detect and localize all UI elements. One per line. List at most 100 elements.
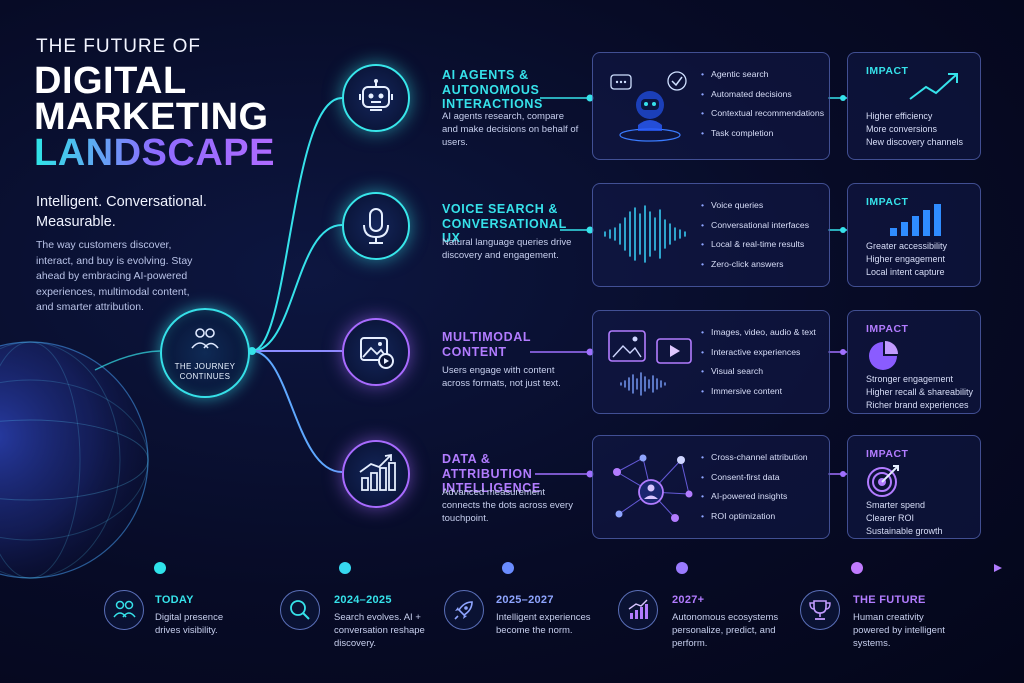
- row-3-icon-circle: [342, 318, 410, 386]
- title-line-3: LANDSCAPE: [34, 132, 275, 174]
- impact-item: Stronger engagement: [866, 374, 954, 384]
- impact-item: Clearer ROI: [866, 513, 915, 523]
- timeline-3-icon-circle: [444, 590, 484, 630]
- timeline-2-label: 2024–2025: [334, 594, 392, 606]
- impact-item: Richer brand experiences: [866, 400, 969, 410]
- rocket-icon: [454, 601, 473, 620]
- impact-item: New discovery channels: [866, 137, 964, 147]
- row-3-features-panel: Images, video, audio & text Interactive …: [592, 310, 830, 414]
- row-1-title: AI AGENTS & AUTONOMOUS INTERACTIONS: [442, 68, 543, 111]
- impact-item: Higher efficiency: [866, 111, 933, 121]
- bullet: ROI optimization: [701, 507, 808, 527]
- impact-item: More conversions: [866, 124, 938, 134]
- growth-chart-icon: [628, 599, 648, 619]
- timeline-2-description: Search evolves. AI + conversation reshap…: [334, 612, 425, 649]
- row-4-icon-circle: [342, 440, 410, 508]
- title-line-2: MARKETING: [34, 96, 269, 138]
- row-1-bullets: Agentic search Automated decisions Conte…: [701, 65, 824, 143]
- impact-item: Sustainable growth: [866, 526, 943, 536]
- timeline-4-description: Autonomous ecosystems personalize, predi…: [672, 612, 779, 649]
- timeline-2-icon-circle: [280, 590, 320, 630]
- bullet: Contextual recommendations: [701, 104, 824, 124]
- row-1-impact-panel: IMPACT Higher efficiency More conversion…: [847, 52, 981, 160]
- timeline-4-icon-circle: [618, 590, 658, 630]
- bullet: Zero-click answers: [701, 255, 809, 275]
- timeline-1-label: TODAY: [155, 594, 194, 606]
- row-2-icon-circle: [342, 192, 410, 260]
- row-2-bullets: Voice queries Conversational interfaces …: [701, 196, 809, 274]
- search-icon: [290, 600, 310, 620]
- microphone-icon: [363, 208, 389, 244]
- row-3-description: Users engage with content across formats…: [442, 365, 561, 389]
- bullet: Local & real-time results: [701, 235, 809, 255]
- row-1-icon-circle: [342, 64, 410, 132]
- impact-item: Higher engagement: [866, 254, 946, 264]
- title-line-1: DIGITAL: [34, 60, 187, 102]
- timeline-3-label: 2025–2027: [496, 594, 554, 606]
- intro-text: The way customers discover, interact, an…: [36, 239, 193, 313]
- row-2-title: VOICE SEARCH & CONVERSATIONAL UX: [442, 202, 567, 245]
- timeline-markers: [154, 562, 863, 574]
- row-4-title: DATA & ATTRIBUTION INTELLIGENCE: [442, 452, 541, 495]
- row-3-bullets: Images, video, audio & text Interactive …: [701, 323, 816, 401]
- impact-title: IMPACT: [866, 65, 909, 77]
- row-4-bullets: Cross-channel attribution Consent-first …: [701, 448, 808, 526]
- row-3-title: MULTIMODAL CONTENT: [442, 330, 531, 359]
- tagline: Intelligent. Conversational. Measurable.: [36, 194, 207, 230]
- trophy-icon: [809, 600, 831, 620]
- bullet: AI-powered insights: [701, 487, 808, 507]
- journey-hub: THE JOURNEY CONTINUES: [160, 308, 250, 398]
- bullet: Conversational interfaces: [701, 216, 809, 236]
- robot-icon: [359, 79, 393, 111]
- bullet: Interactive experiences: [701, 343, 816, 363]
- timeline-5-description: Human creativity powered by intelligent …: [853, 612, 945, 649]
- bar-chart-icon: [359, 453, 396, 491]
- row-1-description: AI agents research, compare and make dec…: [442, 111, 579, 148]
- globe-graphic: [0, 341, 149, 579]
- bar-chart-icon: [890, 204, 941, 236]
- network-nodes-icon: [613, 454, 693, 522]
- bullet: Automated decisions: [701, 85, 824, 105]
- impact-title: IMPACT: [866, 448, 909, 460]
- row-4-features-panel: Cross-channel attribution Consent-first …: [592, 435, 830, 539]
- row-2-impact-panel: IMPACT Greater accessibility Higher enga…: [847, 183, 981, 287]
- timeline-arrow: [994, 564, 1002, 572]
- impact-title: IMPACT: [866, 323, 909, 335]
- hub-label: THE JOURNEY CONTINUES: [174, 362, 236, 381]
- target-icon: [867, 465, 899, 497]
- people-icon: [191, 328, 219, 349]
- bullet: Cross-channel attribution: [701, 448, 808, 468]
- row-1-features-panel: Agentic search Automated decisions Conte…: [592, 52, 830, 160]
- row-2-description: Natural language queries drive discovery…: [442, 237, 572, 261]
- impact-item: Local intent capture: [866, 267, 945, 277]
- impact-item: Greater accessibility: [866, 241, 948, 251]
- pie-chart-icon: [869, 341, 898, 370]
- image-play-icon: [360, 337, 394, 369]
- media-formats-icon: [608, 330, 692, 396]
- pre-title: THE FUTURE OF: [36, 36, 201, 57]
- sound-wave-icon: [604, 205, 686, 263]
- row-4-description: Advanced measurement connects the dots a…: [442, 487, 573, 524]
- bullet: Consent-first data: [701, 468, 808, 488]
- bullet: Voice queries: [701, 196, 809, 216]
- row-4-impact-panel: IMPACT Smarter spend Clearer ROI Sustain…: [847, 435, 981, 539]
- people-icon: [113, 600, 136, 618]
- impact-item: Higher recall & shareability: [866, 387, 974, 397]
- row-2-features-panel: Voice queries Conversational interfaces …: [592, 183, 830, 287]
- impact-item: Smarter spend: [866, 500, 926, 510]
- impact-title: IMPACT: [866, 196, 909, 208]
- timeline-5-icon-circle: [800, 590, 840, 630]
- bullet: Agentic search: [701, 65, 824, 85]
- ai-agent-illustration-icon: [610, 71, 687, 142]
- row-3-impact-panel: IMPACT Stronger engagement Higher recall…: [847, 310, 981, 414]
- bullet: Immersive content: [701, 382, 816, 402]
- timeline-1-icon-circle: [104, 590, 144, 630]
- trend-up-icon: [909, 73, 958, 100]
- bullet: Images, video, audio & text: [701, 323, 816, 343]
- timeline-3-description: Intelligent experiences become the norm.: [496, 612, 591, 636]
- timeline-4-label: 2027+: [672, 594, 705, 606]
- timeline-5-label: THE FUTURE: [853, 594, 926, 606]
- timeline-1-description: Digital presence drives visibility.: [155, 612, 224, 636]
